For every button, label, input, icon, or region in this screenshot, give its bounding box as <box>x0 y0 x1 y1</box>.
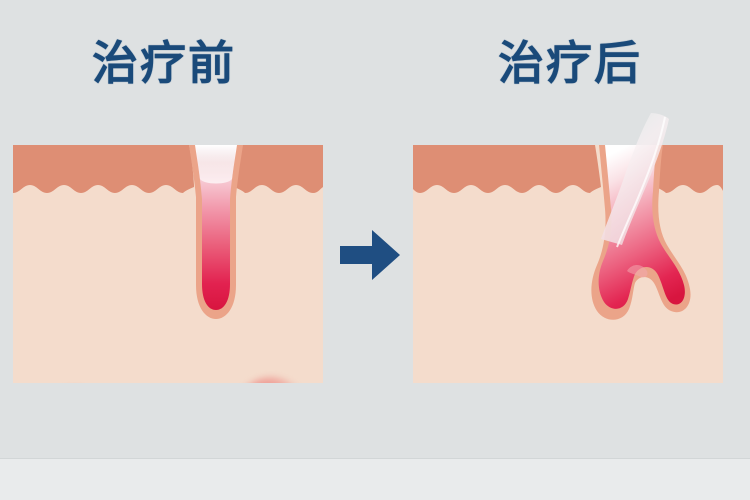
transition-arrow-icon <box>340 230 400 280</box>
epidermis-layer-after <box>413 145 601 193</box>
panel-clip-before <box>13 145 323 383</box>
acne-lesion <box>235 377 307 383</box>
skin-cross-section-after <box>413 113 723 383</box>
follicle-and-epidermis-before <box>13 145 323 319</box>
epidermis-layer-before <box>13 145 194 193</box>
bottom-strip <box>0 459 750 500</box>
follicle-lobe-divider-after <box>627 265 648 278</box>
bottom-divider <box>0 458 750 459</box>
follicle-and-epidermis-after <box>413 113 723 383</box>
extraction-streak-highlight-after <box>616 116 666 248</box>
follicle-core-before <box>195 145 237 310</box>
title-before-treatment: 治疗前 <box>92 37 236 89</box>
follicle-core-after <box>598 145 685 309</box>
title-after-treatment: 治疗后 <box>498 37 642 89</box>
extraction-streak-after <box>601 113 669 245</box>
sebum-plug-before <box>196 145 236 184</box>
skin-cross-section-before <box>13 145 323 383</box>
